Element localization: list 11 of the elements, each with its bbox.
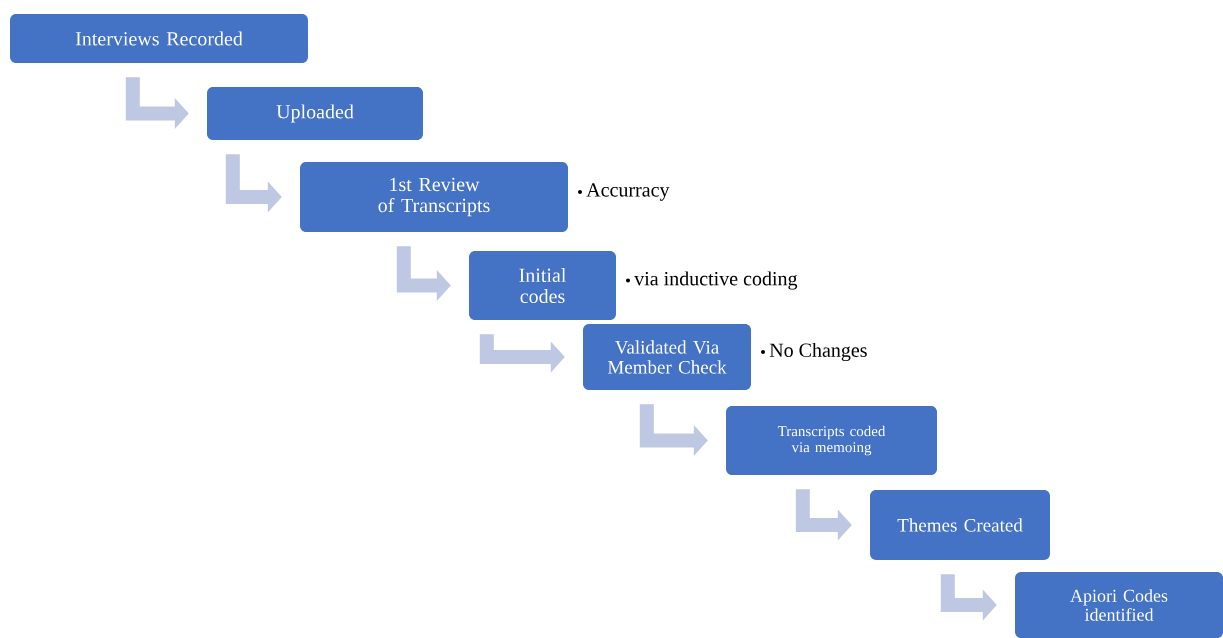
process-box: Validated Via Member Check [583,324,751,390]
process-box: 1st Review of Transcripts [300,162,568,232]
process-box: Initial codes [469,251,616,320]
note-text: No Changes [769,342,867,362]
note-text: Accurracy [586,183,670,201]
note-text: via inductive coding [634,271,798,290]
process-box: Uploaded [207,87,423,140]
process-box: Apiori Codes identified [1015,572,1223,638]
process-box: Interviews Recorded [10,14,308,63]
process-box: Themes Created [870,490,1050,560]
process-box: Transcripts coded via memoing [726,406,937,475]
